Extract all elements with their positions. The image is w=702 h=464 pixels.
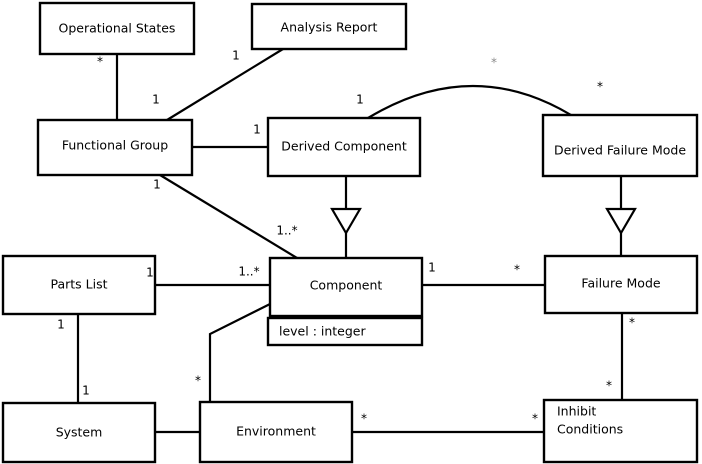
multiplicity-operational-states-star: * xyxy=(97,55,103,69)
class-box-rect-derived-component xyxy=(266,116,422,178)
multiplicity-functional-group-to-operational-states: 1 xyxy=(152,93,160,107)
multiplicity-analysis-report-to-functional-group: 1 xyxy=(232,49,240,63)
multiplicity-parts-list-bottom-one: 1 xyxy=(57,318,65,332)
class-box-component[interactable]: level : integer Component xyxy=(266,256,424,347)
hollow-triangle-icon-derived-failure-mode xyxy=(605,207,637,236)
multiplicity-system-top-one: 1 xyxy=(82,384,90,398)
multiplicity-derived-component-left-one: 1 xyxy=(253,123,261,137)
multiplicity-component-right-one: 1 xyxy=(428,261,436,275)
class-name-operational-states: Operational States xyxy=(59,21,176,36)
class-name-parts-list: Parts List xyxy=(50,277,107,292)
class-box-failure-mode[interactable]: Failure Mode xyxy=(543,254,699,315)
multiplicity-curve-right-star: * xyxy=(597,80,603,94)
class-name-component: Component xyxy=(310,278,383,293)
assoc-component-environment xyxy=(208,302,273,402)
class-box-derived-component[interactable]: Derived Component xyxy=(266,116,422,178)
class-box-inhibit-conditions[interactable]: Inhibit Conditions xyxy=(542,398,699,464)
multiplicity-component-topleft-one-to-many: 1..* xyxy=(276,224,297,238)
multiplicity-failure-mode-bottom-star: * xyxy=(629,316,635,330)
class-box-rect-system xyxy=(1,401,157,464)
class-box-operational-states[interactable]: Operational States xyxy=(38,1,196,56)
assoc-functional-group-component xyxy=(159,174,298,259)
class-box-functional-group[interactable]: Functional Group xyxy=(36,118,194,177)
class-box-rect-inhibit-conditions xyxy=(542,398,699,464)
assoc-functional-group-analysis-report xyxy=(166,48,284,121)
class-box-rect-environment xyxy=(198,400,354,464)
multiplicity-environment-top-star: * xyxy=(195,374,201,388)
class-box-rect-functional-group xyxy=(36,118,194,177)
class-box-environment[interactable]: Environment xyxy=(198,400,354,464)
class-box-derived-failure-mode[interactable]: Derived Failure Mode xyxy=(541,113,699,178)
class-box-rect-component xyxy=(268,256,424,318)
class-name-analysis-report: Analysis Report xyxy=(281,20,378,35)
class-name-failure-mode: Failure Mode xyxy=(581,276,660,291)
class-box-rect-failure-mode xyxy=(543,254,699,315)
class-name-environment: Environment xyxy=(236,424,316,439)
class-box-rect-derived-failure-mode xyxy=(541,113,699,178)
multiplicity-component-left-one-to-many: 1..* xyxy=(238,265,259,279)
class-name-derived-failure-mode: Derived Failure Mode xyxy=(554,143,686,158)
class-box-rect-analysis-report xyxy=(250,2,408,51)
multiplicity-inhibit-conditions-left-star: * xyxy=(532,412,538,426)
multiplicity-curve-apex-star: * xyxy=(491,56,497,70)
class-name-inhibit-conditions-line2: Conditions xyxy=(557,422,623,437)
class-attribute-level: level : integer xyxy=(279,324,366,339)
hollow-triangle-icon-derived-component xyxy=(330,207,362,236)
multiplicity-curve-left-one: 1 xyxy=(356,93,364,107)
multiplicity-inhibit-conditions-top-star: * xyxy=(606,379,612,393)
class-name-functional-group: Functional Group xyxy=(62,138,168,153)
class-box-rect-operational-states xyxy=(38,1,196,56)
class-box-parts-list[interactable]: Parts List xyxy=(1,254,157,316)
class-box-analysis-report[interactable]: Analysis Report xyxy=(250,2,408,51)
multiplicity-parts-list-right-one: 1 xyxy=(146,266,154,280)
class-attr-compartment-component xyxy=(266,316,424,347)
multiplicity-functional-group-bottom-one: 1 xyxy=(153,178,161,192)
class-name-system: System xyxy=(56,425,103,440)
class-name-inhibit-conditions-line1: Inhibit xyxy=(557,404,596,419)
class-box-rect-parts-list xyxy=(1,254,157,316)
multiplicity-environment-right-star: * xyxy=(361,412,367,426)
class-box-system[interactable]: System xyxy=(1,401,157,464)
class-name-derived-component: Derived Component xyxy=(281,139,407,154)
multiplicity-failure-mode-left-star: * xyxy=(514,263,520,277)
